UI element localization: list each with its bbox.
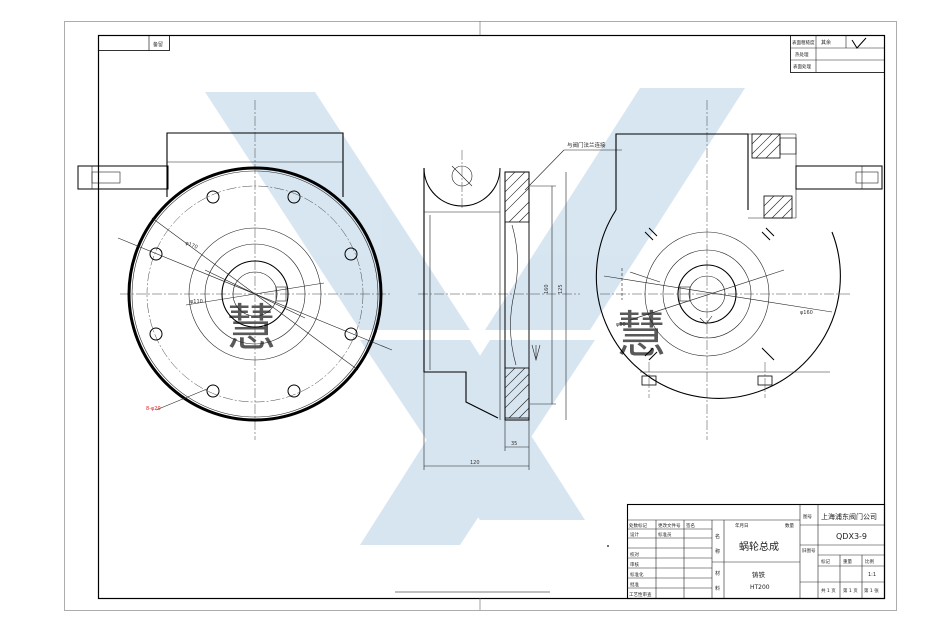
title-block: 处数标记 更改文件号 签名 年月日 数量 设计 标准员 校对 审核 标准化 批准… <box>626 503 886 600</box>
hatch-boss-top <box>751 133 797 159</box>
sheet-no-2: 第 1 张 <box>864 587 879 594</box>
dim-mid-w1: 35 <box>511 441 517 447</box>
dim-mid-h2: 125 <box>558 284 564 294</box>
corner-label: 备留 <box>153 41 163 48</box>
side-label-0: 名 <box>715 533 720 540</box>
watermark-char-right: 慧 <box>616 306 666 364</box>
outer-frame <box>64 21 897 611</box>
total-pages: 共 1 页 <box>821 587 836 594</box>
part-name: 蜗轮总成 <box>739 540 779 553</box>
roughness-label: 表面粗糙度 <box>792 39 815 46</box>
sheet-no: 第 1 页 <box>843 587 858 594</box>
hatch-bottom <box>504 367 530 419</box>
center-dot <box>607 545 609 547</box>
leader-note: 与阀门法兰连接 <box>567 141 606 149</box>
nut-left <box>641 362 657 398</box>
material: 铸铁 <box>752 570 766 579</box>
watermark-logo <box>205 88 745 545</box>
left-view: φ170 φ110 8-φ20 <box>77 100 393 440</box>
rev-col-4: 数量 <box>785 522 794 529</box>
corner-box: 备留 <box>98 35 170 51</box>
dim-left-holes: 8-φ20 <box>146 406 161 412</box>
old-no-label: 旧图号 <box>802 547 816 554</box>
material-code: HT200 <box>750 584 770 591</box>
inner-frame <box>97 34 886 600</box>
side-label-2: 材 <box>715 570 720 577</box>
nut-right <box>757 362 773 398</box>
watermark-char-left: 慧 <box>226 299 276 357</box>
scale-value: 1:1 <box>868 572 876 578</box>
dim-mid-w2: 120 <box>470 460 480 466</box>
weight-label: 重量 <box>843 558 852 565</box>
row-process: 工艺性审查 <box>629 591 652 598</box>
rev-col-2: 签名 <box>686 522 695 529</box>
company: 上海浦东阀门公司 <box>821 512 877 521</box>
rev-col-0: 处数标记 <box>629 522 647 529</box>
hatch-top <box>504 171 530 223</box>
drawing-no-label: 图号 <box>803 514 812 520</box>
dim-right-inner: φ80 <box>616 322 626 328</box>
row-standard: 标准化 <box>630 571 644 578</box>
row-check: 校对 <box>630 551 639 558</box>
row-approve: 批准 <box>630 581 639 588</box>
dim-left-mid: φ110 <box>190 299 203 305</box>
hatch-boss-bottom <box>763 195 793 219</box>
dim-right-outer: φ160 <box>800 310 813 316</box>
rev-col-1: 更改文件号 <box>658 522 681 529</box>
roughness-row2: 热处理 <box>795 51 809 58</box>
side-label-3: 料 <box>715 585 720 592</box>
roughness-check-icon <box>851 37 867 49</box>
roughness-row3: 表面处理 <box>793 63 811 70</box>
side-label-1: 称 <box>715 548 720 555</box>
middle-view: 160 125 35 120 与阀门法兰连接 <box>418 141 622 470</box>
roughness-value: 其余 <box>821 39 831 46</box>
mark-label: 标记 <box>821 558 830 565</box>
row-design: 设计 <box>630 531 639 538</box>
drawing-no: QDX3-9 <box>836 532 867 541</box>
right-view: φ160 φ80 <box>595 100 883 440</box>
scale-label: 比例 <box>865 558 874 565</box>
rev-col-3: 年月日 <box>735 522 749 529</box>
dim-left-outer: φ170 <box>184 240 198 250</box>
row-review: 审核 <box>630 561 639 568</box>
roughness-box: 表面粗糙度 其余 热处理 表面处理 <box>790 35 885 73</box>
dim-mid-h1: 160 <box>544 284 550 294</box>
row-extra: 标准员 <box>658 531 672 538</box>
